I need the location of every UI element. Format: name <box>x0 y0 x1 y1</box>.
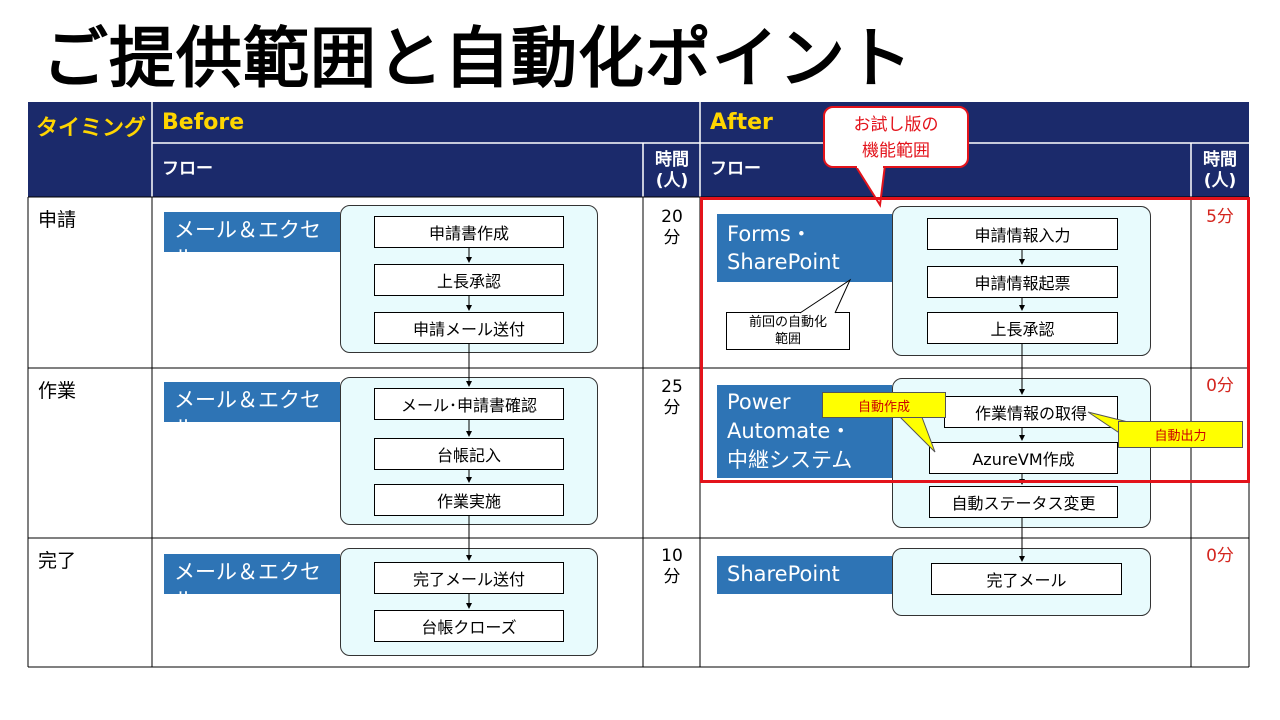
after-complete-tool: SharePoint <box>717 556 892 594</box>
auto-output-label: 自動出力 <box>1118 421 1243 448</box>
before-complete-time: 10 分 <box>644 546 700 588</box>
header-time-line2: (人) <box>655 171 689 191</box>
before-apply-step-1: 申請書作成 <box>374 216 564 248</box>
after-apply-step-2: 申請情報起票 <box>927 266 1118 298</box>
header-time-line1: 時間 <box>655 150 689 170</box>
header-before: Before <box>162 110 245 135</box>
before-work-time: 25 分 <box>644 377 700 419</box>
after-apply-step-3: 上長承認 <box>927 312 1118 344</box>
after-complete-step-1: 完了メール <box>931 563 1122 595</box>
before-complete-step-2: 台帳クローズ <box>374 610 564 642</box>
page-title: ご提供範囲と自動化ポイント <box>42 20 913 97</box>
after-work-step-3: 自動ステータス変更 <box>929 486 1118 518</box>
time-value: 25 <box>661 377 683 397</box>
tool-line-3: 中継システム <box>727 448 853 472</box>
callout-line-2: 機能範囲 <box>862 141 930 161</box>
after-apply-step-1: 申請情報入力 <box>927 218 1118 250</box>
before-work-step-2: 台帳記入 <box>374 438 564 470</box>
before-work-step-1: メール･申請書確認 <box>374 388 564 420</box>
tool-line-1: Power <box>727 390 791 414</box>
after-apply-time: 5分 <box>1206 207 1234 227</box>
note-line-1: 前回の自動化 <box>748 315 827 330</box>
time-unit: 分 <box>663 228 681 248</box>
before-apply-step-2: 上長承認 <box>374 264 564 296</box>
row-label-apply: 申請 <box>38 209 77 231</box>
before-work-step-3: 作業実施 <box>374 484 564 516</box>
header-timing: タイミング <box>36 116 147 141</box>
before-apply-tool: メール＆エクセル <box>164 212 340 270</box>
before-apply-step-3: 申請メール送付 <box>374 312 564 344</box>
tool-line-2: SharePoint <box>727 250 840 274</box>
after-apply-tool: Forms・ SharePoint <box>717 214 892 282</box>
trial-scope-frame <box>700 197 1250 483</box>
time-unit: 分 <box>663 398 681 418</box>
previous-automation-note: 前回の自動化 範囲 <box>726 312 850 350</box>
before-apply-time: 20 分 <box>644 207 700 249</box>
auto-create-label: 自動作成 <box>822 392 946 418</box>
after-complete-time: 0分 <box>1206 546 1234 566</box>
before-complete-tool: メール＆エクセル <box>164 554 340 612</box>
row-label-work: 作業 <box>38 380 77 402</box>
note-line-2: 範囲 <box>774 332 801 347</box>
trial-scope-callout: お試し版の 機能範囲 <box>823 106 969 168</box>
header-after-time: 時間 (人) <box>1192 150 1248 192</box>
before-work-tool: メール＆エクセル <box>164 382 340 440</box>
after-work-time: 0分 <box>1206 376 1234 396</box>
tool-line-2: Automate・ <box>727 419 852 443</box>
tool-line-1: Forms・ <box>727 222 812 246</box>
header-after-flow: フロー <box>710 159 761 179</box>
header-time-line2: (人) <box>1203 171 1237 191</box>
row-label-complete: 完了 <box>38 550 77 572</box>
table-header <box>28 102 1249 197</box>
header-after: After <box>710 110 773 135</box>
before-complete-step-1: 完了メール送付 <box>374 562 564 594</box>
header-time-line1: 時間 <box>1203 150 1237 170</box>
header-before-time: 時間 (人) <box>644 150 700 192</box>
time-unit: 分 <box>663 567 681 587</box>
callout-line-1: お試し版の <box>853 115 939 135</box>
time-value: 20 <box>661 207 683 227</box>
time-value: 10 <box>661 546 683 566</box>
after-work-step-2: AzureVM作成 <box>929 442 1118 474</box>
callout-joint <box>857 164 883 168</box>
header-before-flow: フロー <box>162 159 213 179</box>
